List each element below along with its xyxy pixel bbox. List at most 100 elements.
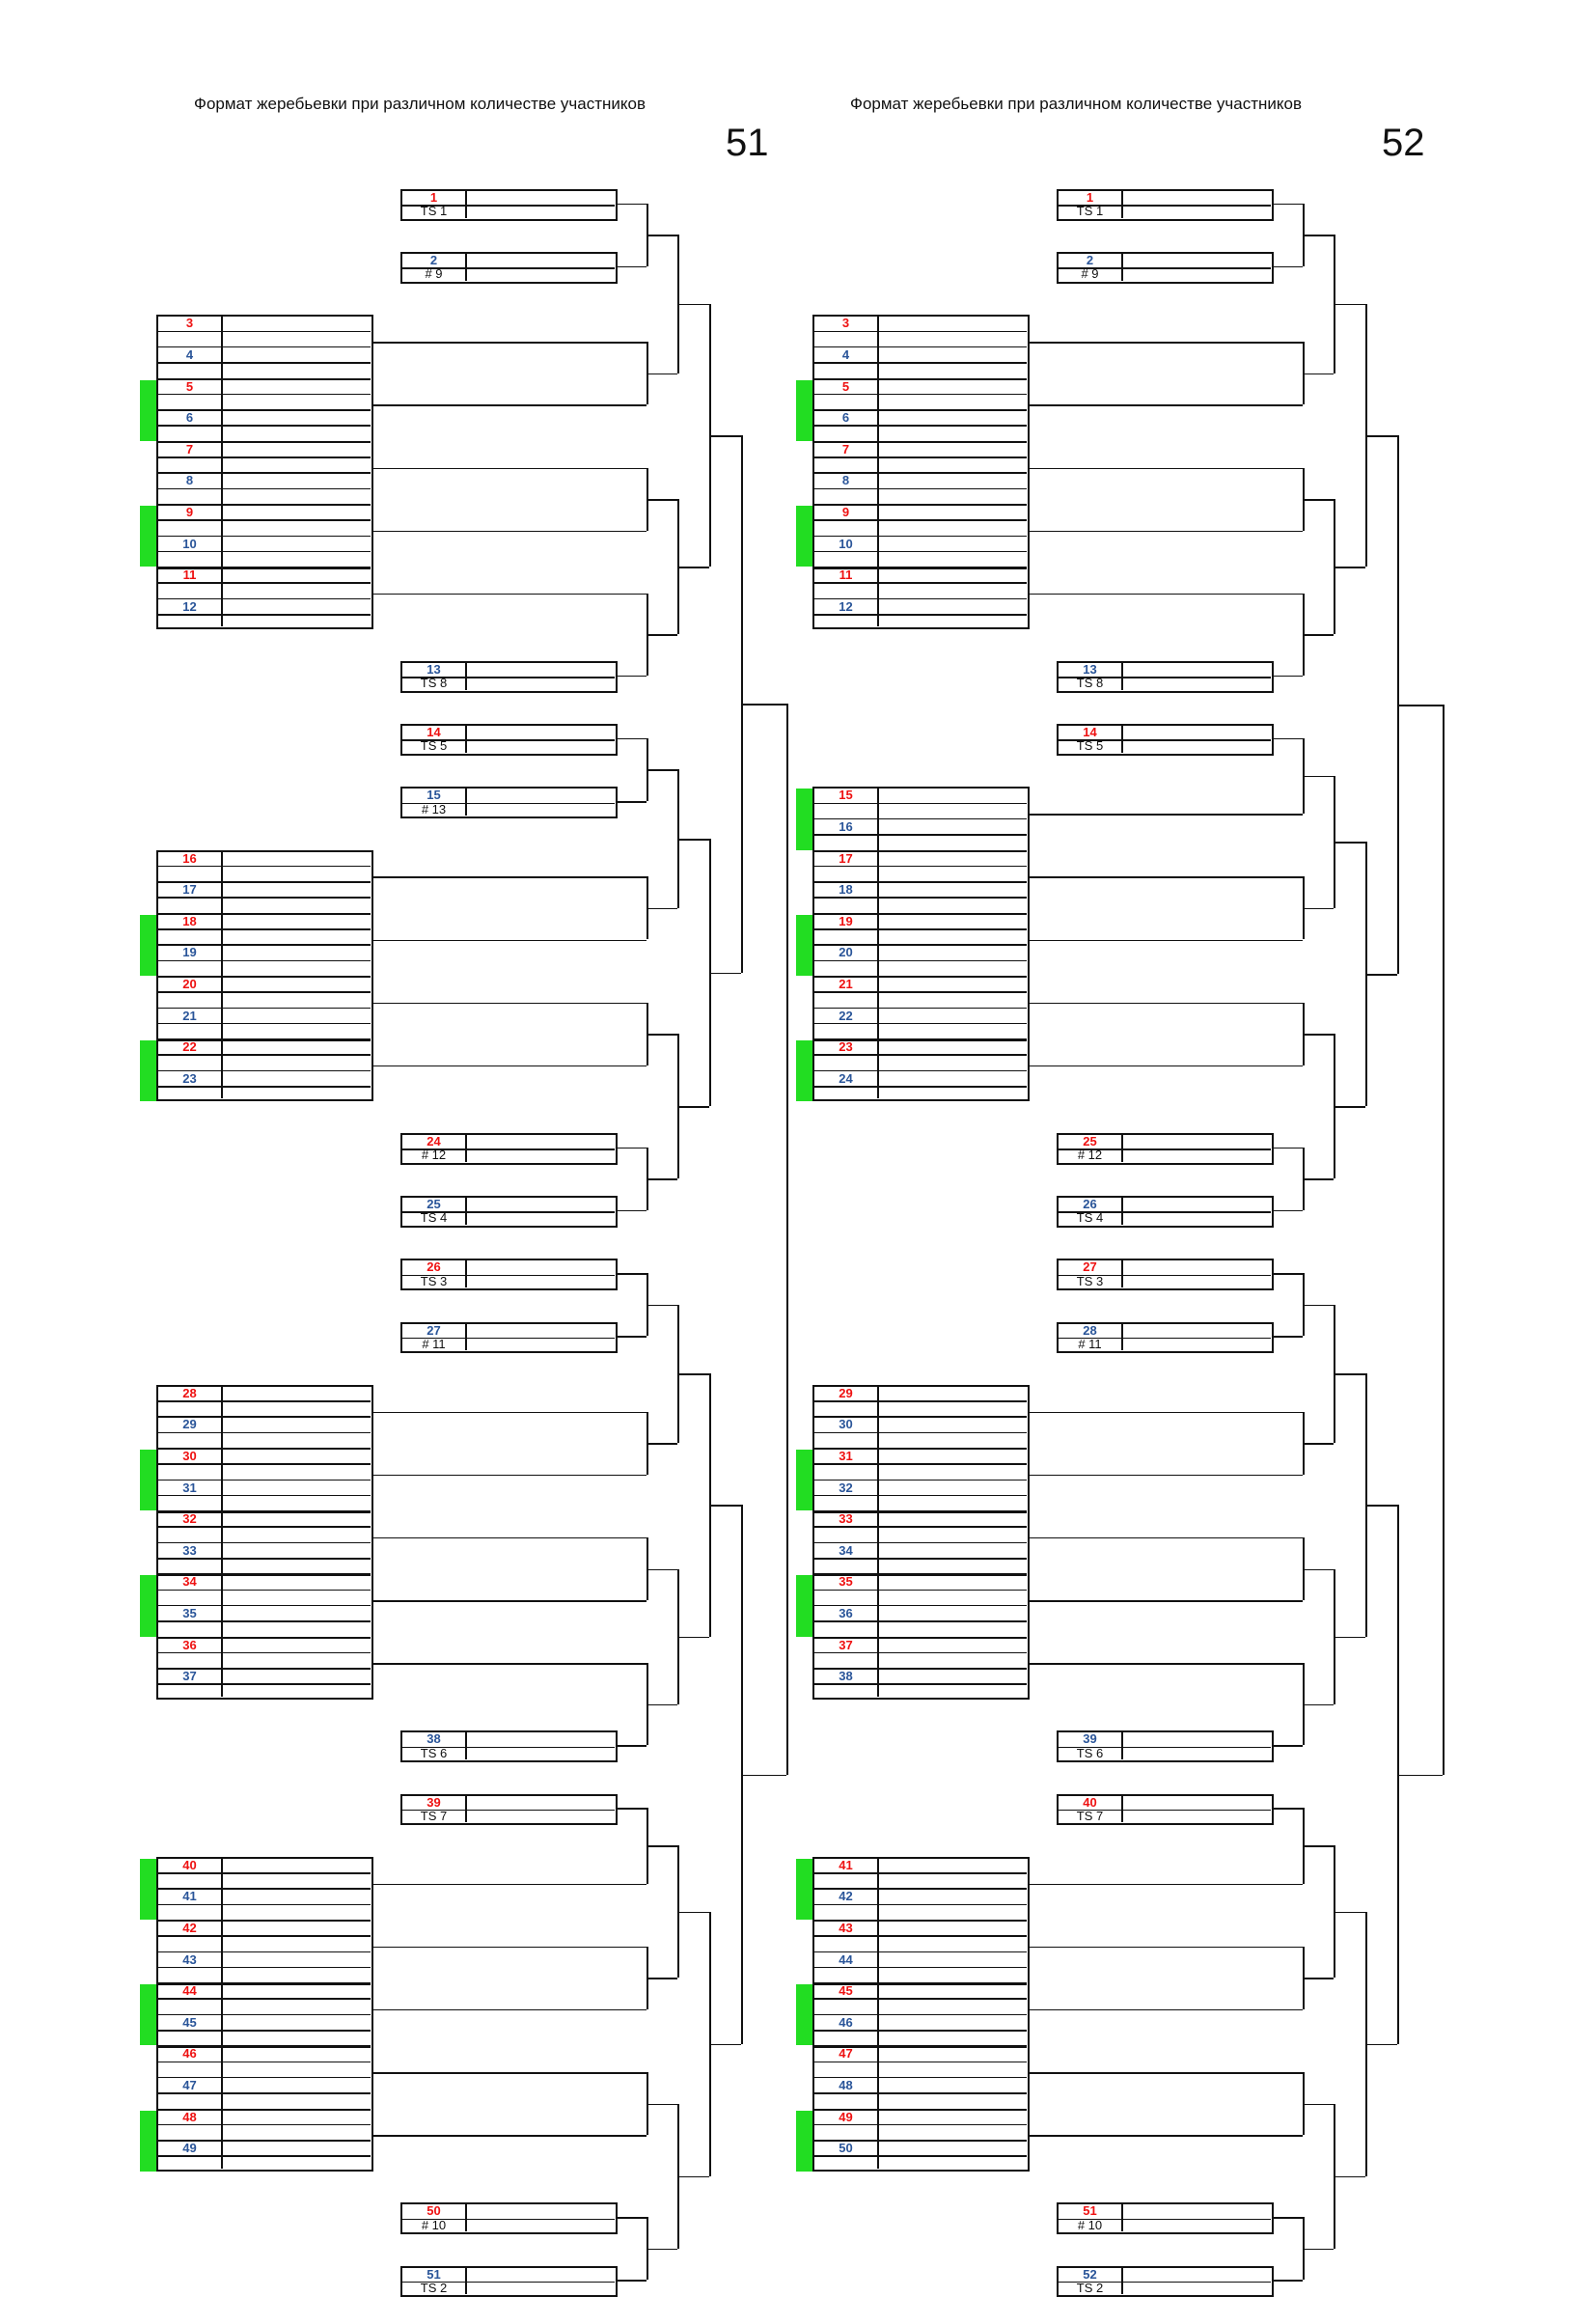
cell-divider <box>465 1135 467 1162</box>
bracket-line <box>677 1034 679 1179</box>
seed-label: TS 2 <box>1076 2280 1104 2295</box>
seed-slot[interactable]: 28# 11 <box>1057 1321 1274 1354</box>
cell-divider <box>1059 1274 1271 1277</box>
seed-slot[interactable]: 2# 9 <box>1057 252 1274 284</box>
row-divider <box>158 2013 371 2016</box>
slot-number: 41 <box>182 1889 197 1904</box>
bracket-line <box>1030 939 1303 941</box>
seed-slot[interactable]: 24# 12 <box>400 1133 618 1165</box>
bracket-line <box>1334 303 1365 306</box>
row-divider <box>158 1888 371 1890</box>
row-divider <box>814 535 1027 538</box>
seed-slot[interactable]: 27# 11 <box>400 1321 618 1354</box>
bracket-line <box>677 1911 709 1914</box>
row-divider <box>814 1022 1027 1025</box>
slot-number: 19 <box>182 945 197 960</box>
bracket-line <box>1303 1845 1334 1847</box>
bracket-line <box>741 1505 743 2044</box>
row-divider <box>158 614 371 616</box>
bracket-line <box>1334 1911 1365 1914</box>
bracket-line <box>373 342 647 344</box>
row-divider <box>814 1494 1027 1497</box>
row-divider <box>158 1651 371 1654</box>
cell-divider <box>1121 726 1123 753</box>
bracket-line <box>373 2072 647 2074</box>
seed-label: TS 5 <box>420 738 448 754</box>
seed-label: TS 8 <box>1076 676 1104 691</box>
cell-divider <box>465 1260 467 1287</box>
slot-number: 47 <box>182 2077 197 2092</box>
bracket-line <box>647 737 648 802</box>
slot-number: 4 <box>841 346 850 362</box>
cell-divider <box>1121 1260 1123 1287</box>
seed-label: # 10 <box>421 2217 447 2232</box>
pair-divider <box>814 440 1027 444</box>
bracket-line <box>1274 737 1303 740</box>
cell-divider <box>402 267 615 269</box>
bracket-line <box>618 2280 647 2282</box>
bracket-line <box>709 303 711 567</box>
pair-marker <box>796 914 812 976</box>
slot-number: 42 <box>182 1920 197 1935</box>
seed-slot[interactable]: 25# 12 <box>1057 1133 1274 1165</box>
seed-slot[interactable]: 15# 13 <box>400 787 618 818</box>
bracket-line <box>618 801 647 803</box>
cell-divider <box>465 1732 467 1759</box>
row-divider <box>158 2155 371 2157</box>
seed-slot[interactable]: 51# 10 <box>1057 2202 1274 2234</box>
slot-number: 49 <box>182 2141 197 2156</box>
slot-number: 21 <box>182 1008 197 1023</box>
bracket-line <box>647 1978 677 1979</box>
row-divider <box>158 1007 371 1010</box>
seed-label: # 9 <box>1081 266 1099 282</box>
seed-slot[interactable]: 2# 9 <box>400 252 618 284</box>
row-divider <box>814 425 1027 427</box>
bracket-line <box>709 435 741 437</box>
bracket-line <box>1303 1304 1334 1307</box>
bracket-line <box>647 2248 677 2251</box>
cell-divider <box>465 1323 467 1351</box>
row-divider <box>814 959 1027 962</box>
bracket-line <box>1274 2217 1303 2219</box>
pair-divider <box>158 975 371 979</box>
bracket-line <box>1030 814 1303 816</box>
row-divider <box>814 897 1027 899</box>
row-divider <box>814 881 1027 883</box>
bracket-line <box>1303 1178 1334 1180</box>
bracket-line <box>618 737 647 740</box>
row-divider <box>814 2155 1027 2157</box>
cell-divider <box>1121 1135 1123 1162</box>
slot-number: 23 <box>839 1039 853 1055</box>
seed-label: TS 6 <box>1076 1745 1104 1760</box>
bracket-line <box>709 1911 711 2176</box>
slot-number: 28 <box>182 1385 197 1400</box>
row-divider <box>158 1479 371 1481</box>
slot-number: 22 <box>182 1039 197 1055</box>
seed-slot[interactable]: 50# 10 <box>400 2202 618 2234</box>
seed-label: # 9 <box>425 266 443 282</box>
